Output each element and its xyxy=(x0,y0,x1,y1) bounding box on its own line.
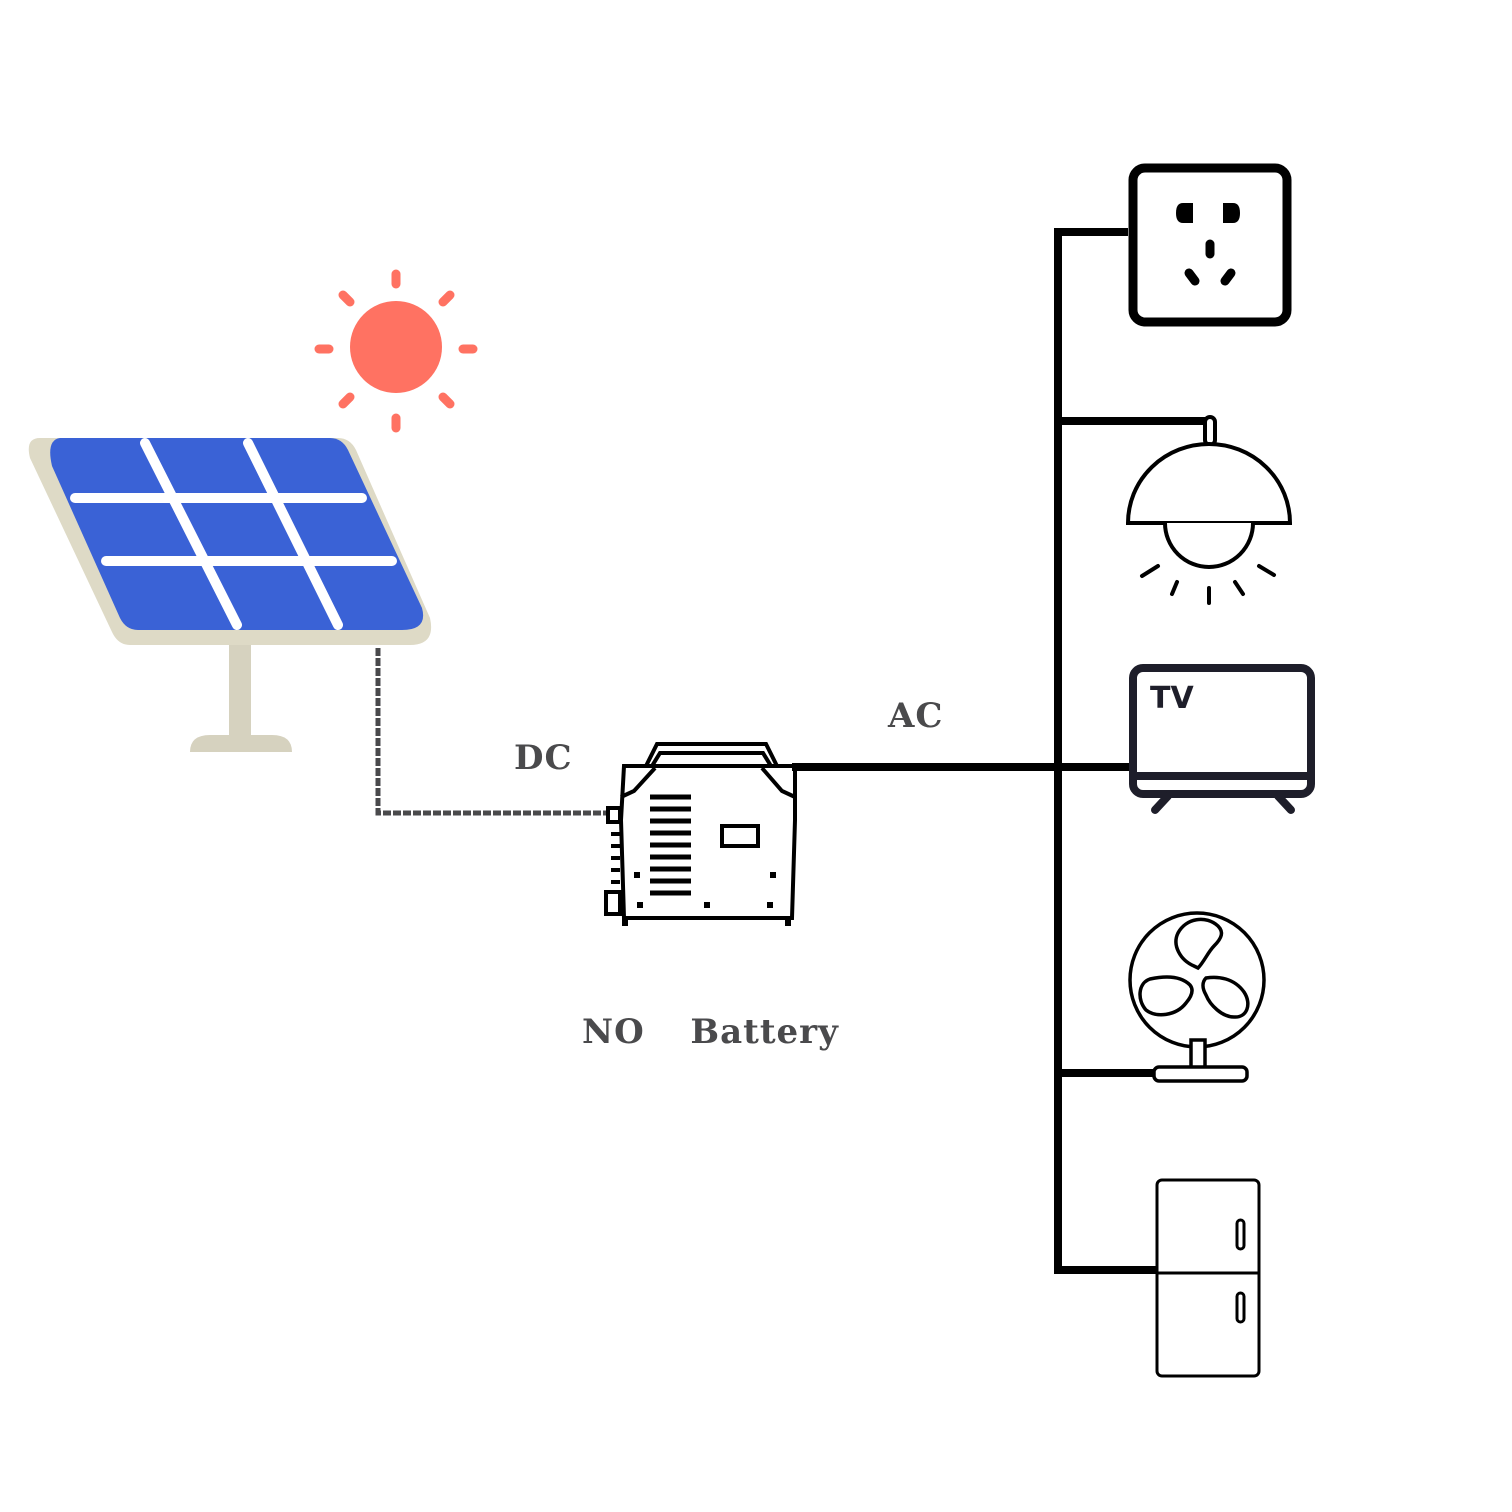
pendant-lamp-icon xyxy=(1125,415,1293,605)
power-socket-icon xyxy=(1128,163,1292,327)
dc-label: DC xyxy=(514,738,573,778)
desk-fan-icon xyxy=(1128,911,1266,1083)
tv-icon xyxy=(1129,664,1315,814)
refrigerator-icon xyxy=(1155,1178,1261,1378)
inverter-icon xyxy=(604,742,797,926)
sun-icon xyxy=(314,269,478,433)
ac-bus xyxy=(792,228,1210,1274)
solar-panel-icon xyxy=(28,438,432,752)
tv-label: TV xyxy=(1150,681,1194,716)
ac-label: AC xyxy=(888,696,944,736)
no-battery-label: NO Battery xyxy=(582,1012,839,1052)
dc-cable xyxy=(375,648,606,816)
